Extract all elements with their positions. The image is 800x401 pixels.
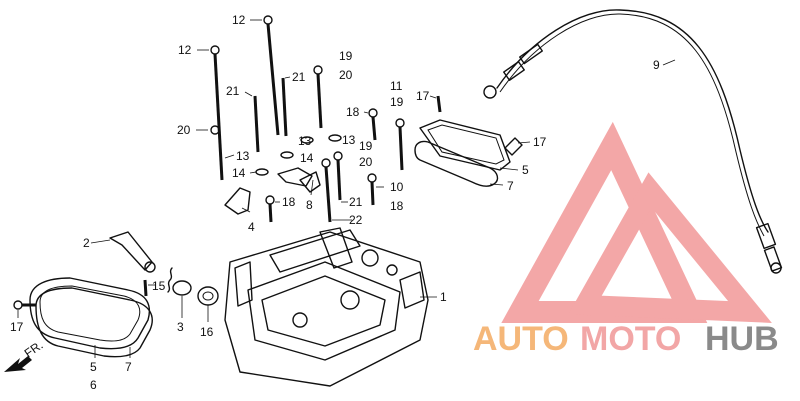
label-20-top: 20 — [339, 68, 353, 82]
label-13-b: 13 — [342, 133, 356, 147]
label-19-top: 19 — [339, 49, 353, 63]
cylinder-head — [224, 227, 437, 387]
label-10: 10 — [390, 180, 404, 194]
label-21-mid: 21 — [292, 70, 306, 84]
label-20-left: 20 — [177, 123, 191, 137]
label-7-right: 7 — [507, 179, 514, 193]
front-arrow-icon — [4, 356, 32, 372]
label-4: 4 — [248, 220, 255, 234]
leader-lines — [17, 19, 676, 322]
label-1: 1 — [440, 290, 447, 304]
label-14-b: 14 — [232, 166, 246, 180]
label-3: 3 — [177, 320, 184, 334]
label-12-second: 12 — [178, 43, 192, 57]
label-2: 2 — [83, 236, 90, 250]
label-5-right: 5 — [522, 163, 529, 177]
label-17-left: 17 — [10, 320, 24, 334]
label-20-mid: 20 — [359, 155, 373, 169]
label-12-top: 12 — [232, 13, 246, 27]
label-11: 11 — [390, 79, 403, 93]
throttle-cable — [483, 9, 783, 274]
label-15: 15 — [152, 279, 166, 293]
label-21-low: 21 — [349, 195, 363, 209]
bolts — [13, 15, 523, 310]
label-13-a: 13 — [298, 134, 312, 148]
label-18-top: 18 — [346, 105, 360, 119]
label-19-mid: 19 — [359, 139, 373, 153]
label-17-right: 17 — [533, 135, 547, 149]
label-21-left: 21 — [226, 84, 240, 98]
watermark-moto: MOTO — [580, 320, 681, 358]
side-cover — [29, 277, 153, 358]
watermark-auto: AUTO — [473, 320, 569, 358]
label-14-a: 14 — [300, 151, 314, 165]
label-9: 9 — [653, 58, 660, 72]
label-18-right: 18 — [390, 199, 404, 213]
front-label: FR. — [22, 338, 46, 361]
watermark-text: AUTO MOTO HUB — [473, 320, 779, 358]
label-16: 16 — [200, 325, 214, 339]
label-7-left: 7 — [125, 360, 132, 374]
label-13-c: 13 — [236, 149, 250, 163]
label-17-top: 17 — [416, 89, 430, 103]
tappet-cover — [414, 119, 519, 187]
label-8: 8 — [306, 198, 313, 212]
watermark-logo — [501, 121, 772, 323]
label-22: 22 — [349, 213, 363, 227]
label-5-left: 5 — [90, 360, 97, 374]
small-parts — [4, 134, 342, 372]
label-6: 6 — [90, 378, 97, 392]
watermark-triangle-inner — [568, 172, 772, 323]
watermark-hub: HUB — [705, 320, 779, 358]
label-18-mid: 18 — [282, 195, 296, 209]
label-19-right: 19 — [390, 95, 404, 109]
